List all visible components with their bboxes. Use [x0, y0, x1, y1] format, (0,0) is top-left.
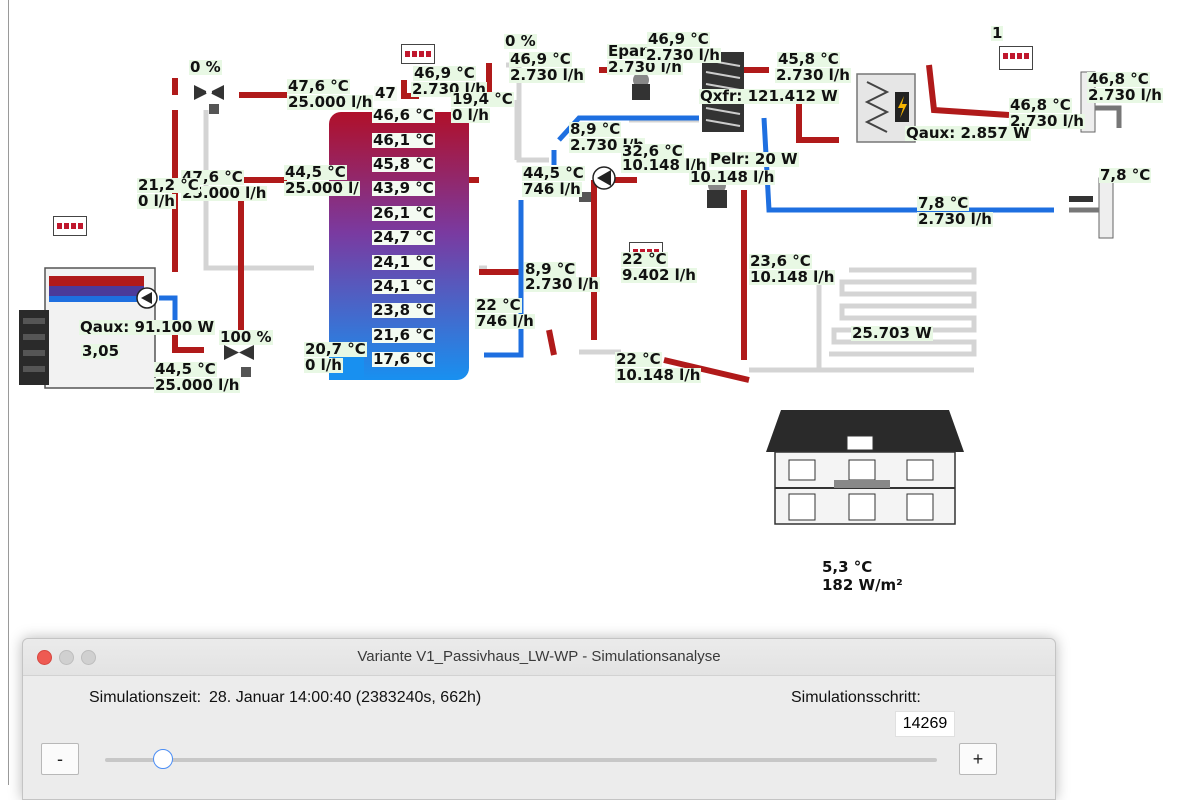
flow-rate-label: 2.730 l/h: [917, 212, 993, 227]
flow-temp-label: 22 °C: [621, 252, 668, 267]
flow-rate-label: 25.000 l/h: [154, 378, 240, 393]
flow-temp-label: 46,8 °C: [1087, 72, 1150, 87]
tank-layer-temp: 43,9 °C: [372, 181, 435, 196]
flow-temp-label: 7,8 °C: [1099, 168, 1151, 183]
sim-time-value: 28. Januar 14:00:40 (2383240s, 662h): [209, 689, 481, 707]
outdoor-temp: 5,3 °C: [821, 560, 873, 575]
flow-rate-label: 0 l/h: [451, 108, 490, 123]
tank-layer-temp: 46,1 °C: [372, 133, 435, 148]
flow-rate-label: 2.730 l/h: [645, 48, 721, 63]
tank-layer-temp: 26,1 °C: [372, 206, 435, 221]
flow-rate-label: 2.730 l/h: [1087, 88, 1163, 103]
flow-rate-label: 0 l/h: [304, 358, 343, 373]
flow-rate-label: 25.000 l/: [284, 181, 360, 196]
flow-temp-label: 7,8 °C: [917, 196, 969, 211]
flow-temp-label: 46,9 °C: [647, 32, 710, 47]
tank-layer-temp: 24,1 °C: [372, 255, 435, 270]
valve-bottom-percent: 100 %: [219, 330, 273, 345]
flow-temp-label: 21,2 °C: [137, 178, 200, 193]
time-slider-knob[interactable]: [153, 749, 173, 769]
window-title: Variante V1_Passivhaus_LW-WP - Simulatio…: [23, 648, 1055, 665]
valve-percent: 0 %: [504, 34, 537, 49]
flow-temp-label: 46,8 °C: [1009, 98, 1072, 113]
flow-temp-label: 47,6 °C: [287, 79, 350, 94]
flow-temp-label: 44,5 °C: [284, 165, 347, 180]
flow-rate-label: 2.730 l/h: [509, 68, 585, 83]
flow-temp-label: 22 °C: [475, 298, 522, 313]
pump-right: [593, 167, 615, 189]
flow-rate-label: 2.730 l/h: [524, 277, 600, 292]
step-forward-button[interactable]: +: [959, 743, 997, 775]
flow-temp-label: 19,4 °C: [451, 92, 514, 107]
step-back-button[interactable]: -: [41, 743, 79, 775]
sim-time-label: Simulationszeit:: [89, 689, 201, 707]
flow-rate-label: 10.148 l/h: [615, 368, 701, 383]
controller-icon[interactable]: [53, 216, 87, 236]
tank-layer-temp: 45,8 °C: [372, 157, 435, 172]
tank-layer-temp: 24,7 °C: [372, 230, 435, 245]
flow-rate-label: 746 l/h: [475, 314, 535, 329]
tank-layer-temp: 24,1 °C: [372, 279, 435, 294]
tank-layer-temp: 23,8 °C: [372, 303, 435, 318]
house-building: [766, 410, 964, 524]
tank-layer-temp: 17,6 °C: [372, 352, 435, 367]
mixing-valve-bottom: [224, 345, 254, 360]
floor-heating-power: 25.703 W: [851, 326, 933, 341]
pump-epar-label: Epar: [607, 44, 648, 59]
flow-rate-label: 2.730 l/h: [775, 68, 851, 83]
flow-temp-label: 23,6 °C: [749, 254, 812, 269]
time-slider-track[interactable]: [105, 758, 937, 762]
sim-step-label: Simulationsschritt:: [791, 689, 921, 707]
flow-temp-label: 46,9 °C: [413, 66, 476, 81]
window-titlebar[interactable]: Variante V1_Passivhaus_LW-WP - Simulatio…: [23, 639, 1055, 676]
flow-rate-label: 746 l/h: [522, 182, 582, 197]
flow-temp-label: 8,9 °C: [569, 122, 621, 137]
aux-heater-qaux: Qaux: 2.857 W: [905, 126, 1031, 141]
flow-temp-label: 20,7 °C: [304, 342, 367, 357]
simulation-analysis-window: Variante V1_Passivhaus_LW-WP - Simulatio…: [22, 638, 1056, 800]
flow-rate-label: 10.148 l/h: [689, 170, 775, 185]
flow-temp-label: 46,9 °C: [509, 52, 572, 67]
flow-temp-label: 22 °C: [615, 352, 662, 367]
flow-rate-label: 10.148 l/h: [749, 270, 835, 285]
flow-temp-label: 45,8 °C: [777, 52, 840, 67]
mixing-valve-top: [194, 85, 224, 100]
flow-rate-label: 0 l/h: [137, 194, 176, 209]
heat-pump-cop: 3,05: [81, 344, 120, 359]
controller-icon[interactable]: [999, 46, 1033, 70]
valve-top-percent: 0 %: [189, 60, 222, 75]
flow-temp-label: 44,5 °C: [154, 362, 217, 377]
pump-power-label: Pelr: 20 W: [709, 152, 799, 167]
solar-irradiance: 182 W/m²: [821, 578, 904, 593]
heat-pump-qaux: Qaux: 91.100 W: [79, 320, 215, 335]
flow-rate-label: 9.402 l/h: [621, 268, 697, 283]
controller-number: 1: [991, 26, 1003, 41]
flow-rate-label: 25.000 l/h: [287, 95, 373, 110]
controller-icon[interactable]: [401, 44, 435, 64]
cold-water-tap: [1069, 178, 1113, 238]
tank-layer-temp: 46,6 °C: [372, 108, 435, 123]
flow-temp-label: 44,5 °C: [522, 166, 585, 181]
heat-exchanger-qxfr: Qxfr: 121.412 W: [699, 89, 839, 104]
sim-step-value: 14269: [895, 711, 955, 737]
tank-top-label: 47: [374, 86, 397, 101]
tank-layer-temp: 21,6 °C: [372, 328, 435, 343]
